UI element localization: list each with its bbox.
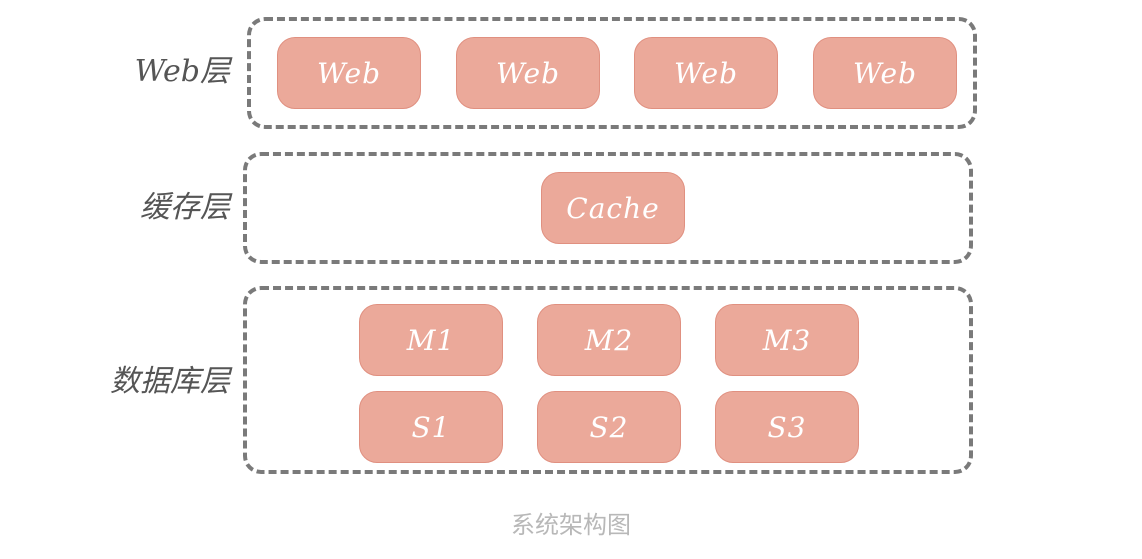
diagram-caption: 系统架构图 [511,511,631,539]
web-layer-box [247,17,977,129]
cache-node: Cache [541,172,685,244]
master-node-2: M2 [537,304,681,376]
master-node-3: M3 [715,304,859,376]
master-node-1: M1 [359,304,503,376]
web-layer-label: Web层 [134,54,230,89]
database-layer-label: 数据库层 [110,364,230,399]
web-node-3: Web [634,37,778,109]
slave-node-1: S1 [359,391,503,463]
database-layer-box [243,286,973,474]
web-node-2: Web [456,37,600,109]
web-node-1: Web [277,37,421,109]
cache-layer-label: 缓存层 [140,190,230,225]
slave-node-2: S2 [537,391,681,463]
web-node-4: Web [813,37,957,109]
slave-node-3: S3 [715,391,859,463]
cache-layer-box [243,152,973,264]
